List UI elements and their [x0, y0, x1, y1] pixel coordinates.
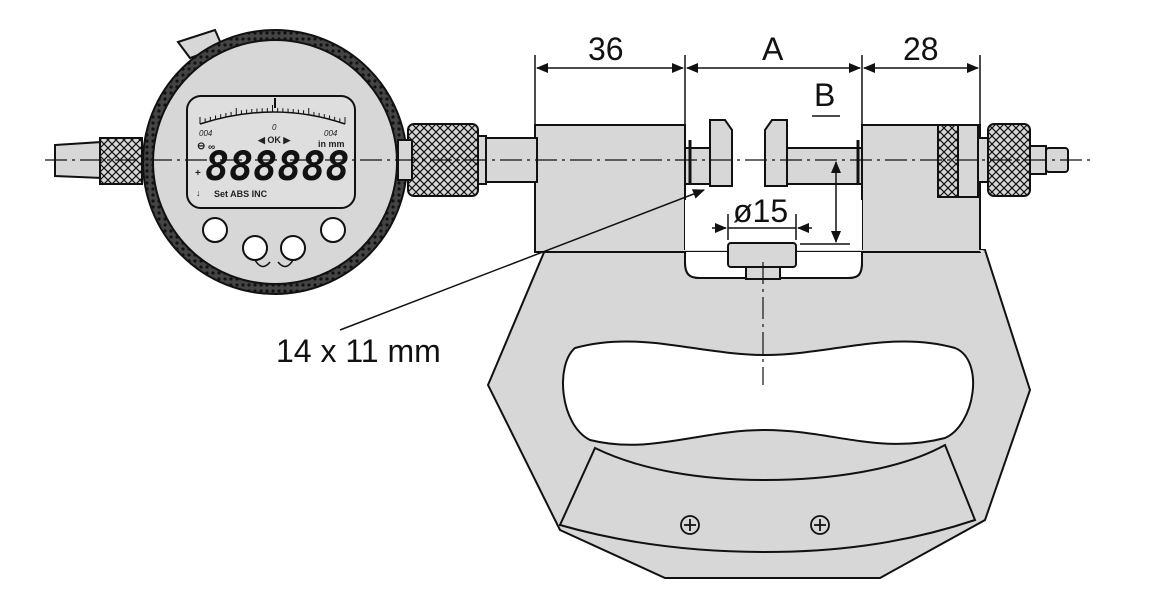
screw-right	[810, 515, 830, 535]
lcd-content: 004 004 0 ◀ OK ▶ in mm ⊖ ∞ 888888 + Set …	[195, 123, 350, 199]
lcd-unit-label: in mm	[318, 139, 345, 149]
dimension-lines	[339, 55, 981, 331]
dim-36-label: 36	[588, 31, 624, 67]
button-set[interactable]	[202, 217, 228, 243]
lcd-infinity: ∞	[208, 142, 215, 153]
dim-28-label: 28	[903, 31, 939, 67]
lcd-right-scale: 004	[324, 129, 338, 138]
lcd-left-scale: 004	[199, 129, 213, 138]
frame-opening	[562, 340, 975, 446]
frame-top	[534, 124, 985, 280]
screw-left	[680, 515, 700, 535]
dial-indicator	[54, 28, 413, 295]
lcd-window	[186, 95, 356, 209]
dim-diameter-label: ø15	[733, 193, 788, 229]
lcd-center-scale: 0	[272, 123, 277, 132]
measuring-face-right	[764, 119, 788, 187]
callout-label: 14 x 11 mm	[276, 333, 441, 369]
lcd-ok-label: ◀ OK ▶	[257, 135, 291, 145]
button-abs[interactable]	[242, 235, 268, 261]
dimension-labels: 36 A 28 B ø15 14 x 11 mm	[276, 31, 939, 369]
lcd-mode-labels: Set ABS INC	[214, 189, 268, 199]
dim-b-label: B	[814, 77, 835, 113]
lcd-digits: 888888	[205, 144, 350, 190]
spindle-assembly	[407, 119, 1069, 198]
lcd-lock-icon: ⊖	[197, 141, 205, 152]
lcd-down-arrow-icon: ↓	[196, 188, 201, 198]
anvil	[727, 242, 797, 268]
lcd-sign: +	[195, 168, 201, 179]
button-inc[interactable]	[280, 235, 306, 261]
button-mode[interactable]	[320, 217, 346, 243]
dim-a-label: A	[762, 31, 784, 67]
frame-body	[486, 249, 1032, 579]
measuring-face-left	[709, 119, 733, 187]
grip-plate	[558, 443, 977, 554]
